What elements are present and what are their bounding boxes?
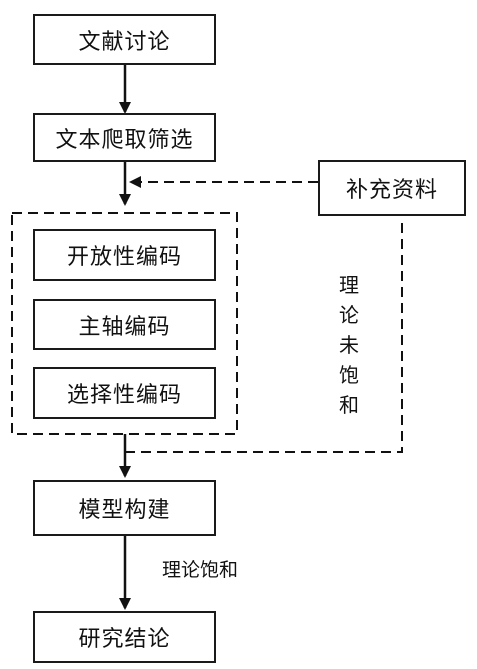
label-char: 饱 [339, 363, 359, 387]
node-conclusion: 研究结论 [33, 611, 216, 663]
label-char: 理 [339, 273, 359, 297]
label-char: 未 [339, 333, 359, 357]
node-supplement: 补充资料 [318, 160, 466, 216]
label-char: 论 [339, 303, 359, 327]
label-theory-unsaturated: 理 论 未 饱 和 [334, 270, 364, 420]
coding-group-frame [11, 212, 238, 435]
node-model: 模型构建 [33, 480, 216, 536]
node-crawl: 文本爬取筛选 [33, 113, 216, 162]
node-axial-coding: 主轴编码 [33, 299, 216, 350]
dashed-unsaturated-loop [125, 218, 403, 453]
node-open-coding: 开放性编码 [33, 229, 216, 281]
node-selective-coding: 选择性编码 [33, 367, 216, 419]
node-literature: 文献讨论 [33, 14, 216, 65]
label-char: 和 [339, 393, 359, 417]
label-theory-saturated: 理论饱和 [162, 559, 239, 581]
